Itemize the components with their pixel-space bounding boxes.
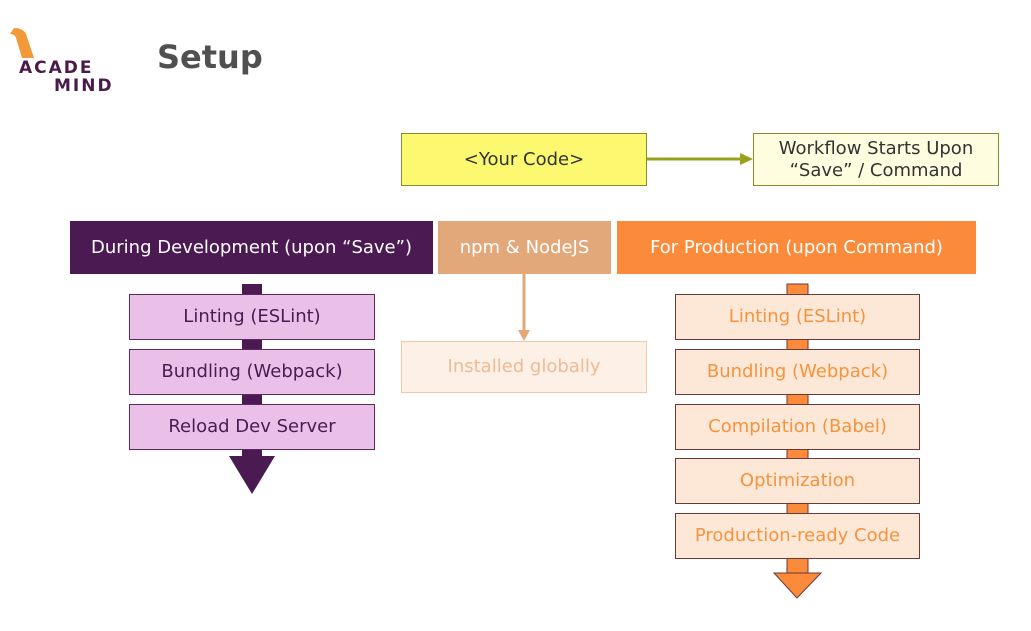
prod-step-optimization: Optimization — [675, 458, 920, 504]
workflow-start-label: Workflow Starts Upon “Save” / Command — [778, 137, 974, 181]
installed-globally-box: Installed globally — [401, 341, 647, 393]
dev-step-reload-server: Reload Dev Server — [129, 404, 375, 450]
your-code-box: <Your Code> — [401, 133, 647, 186]
prod-step-production-code: Production-ready Code — [675, 513, 920, 559]
logo-text-line2: MIND — [54, 76, 114, 96]
npm-to-installed-arrow — [518, 274, 530, 341]
logo-flag-icon — [10, 28, 34, 58]
prod-step-compilation: Compilation (Babel) — [675, 404, 920, 450]
academind-logo: ACADE MIND — [10, 28, 120, 98]
npm-nodejs-header: npm & NodeJS — [438, 221, 611, 274]
your-code-to-workflow-arrow — [647, 153, 753, 165]
prod-step-linting: Linting (ESLint) — [675, 294, 920, 340]
prod-step-bundling: Bundling (Webpack) — [675, 349, 920, 395]
dev-step-bundling: Bundling (Webpack) — [129, 349, 375, 395]
dev-step-linting: Linting (ESLint) — [129, 294, 375, 340]
production-header: For Production (upon Command) — [617, 221, 976, 274]
logo-text-line1: ACADE — [19, 58, 94, 78]
development-header: During Development (upon “Save”) — [70, 221, 433, 274]
workflow-start-box: Workflow Starts Upon “Save” / Command — [753, 133, 999, 186]
page-title: Setup — [157, 38, 263, 76]
